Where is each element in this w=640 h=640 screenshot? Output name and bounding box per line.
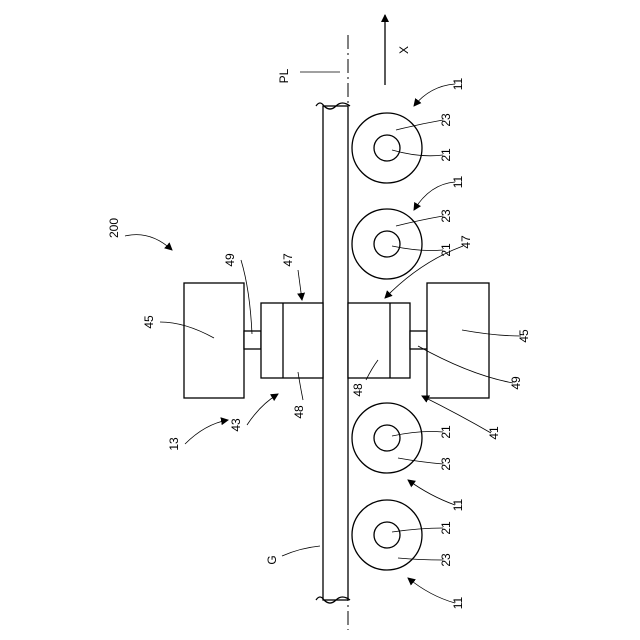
- left-unit: [184, 283, 323, 398]
- pad-label: 48: [351, 383, 365, 397]
- right-unit: [348, 283, 489, 398]
- pad-holder-right: [348, 303, 410, 378]
- roller-body-label: 23: [439, 209, 453, 223]
- pad-holder-label: 47: [281, 253, 295, 267]
- housing-right-label: 41: [487, 426, 501, 440]
- unit-left-label: 13: [167, 437, 181, 451]
- pad-label: 48: [292, 405, 306, 419]
- motor-left: [184, 283, 244, 398]
- roller-3: [352, 403, 422, 473]
- roller-assembly-label: 11: [451, 498, 465, 511]
- shaft-left: [244, 331, 261, 349]
- motor-label: 45: [142, 315, 156, 329]
- glass-label: G: [265, 555, 279, 564]
- roller-1: [352, 113, 422, 183]
- roller-body-label: 23: [439, 113, 453, 127]
- apparatus-label: 200: [107, 218, 121, 238]
- connecting-shaft-label: 49: [223, 253, 237, 267]
- direction-label: X: [397, 46, 411, 54]
- pass-line-label: PL: [277, 68, 291, 83]
- pad-holder-left: [261, 303, 323, 378]
- motor-right: [427, 283, 489, 398]
- roller-4: [352, 500, 422, 570]
- roller-2: [352, 209, 422, 279]
- housing-left-label: 43: [229, 418, 243, 432]
- glass-sheet: [323, 106, 348, 600]
